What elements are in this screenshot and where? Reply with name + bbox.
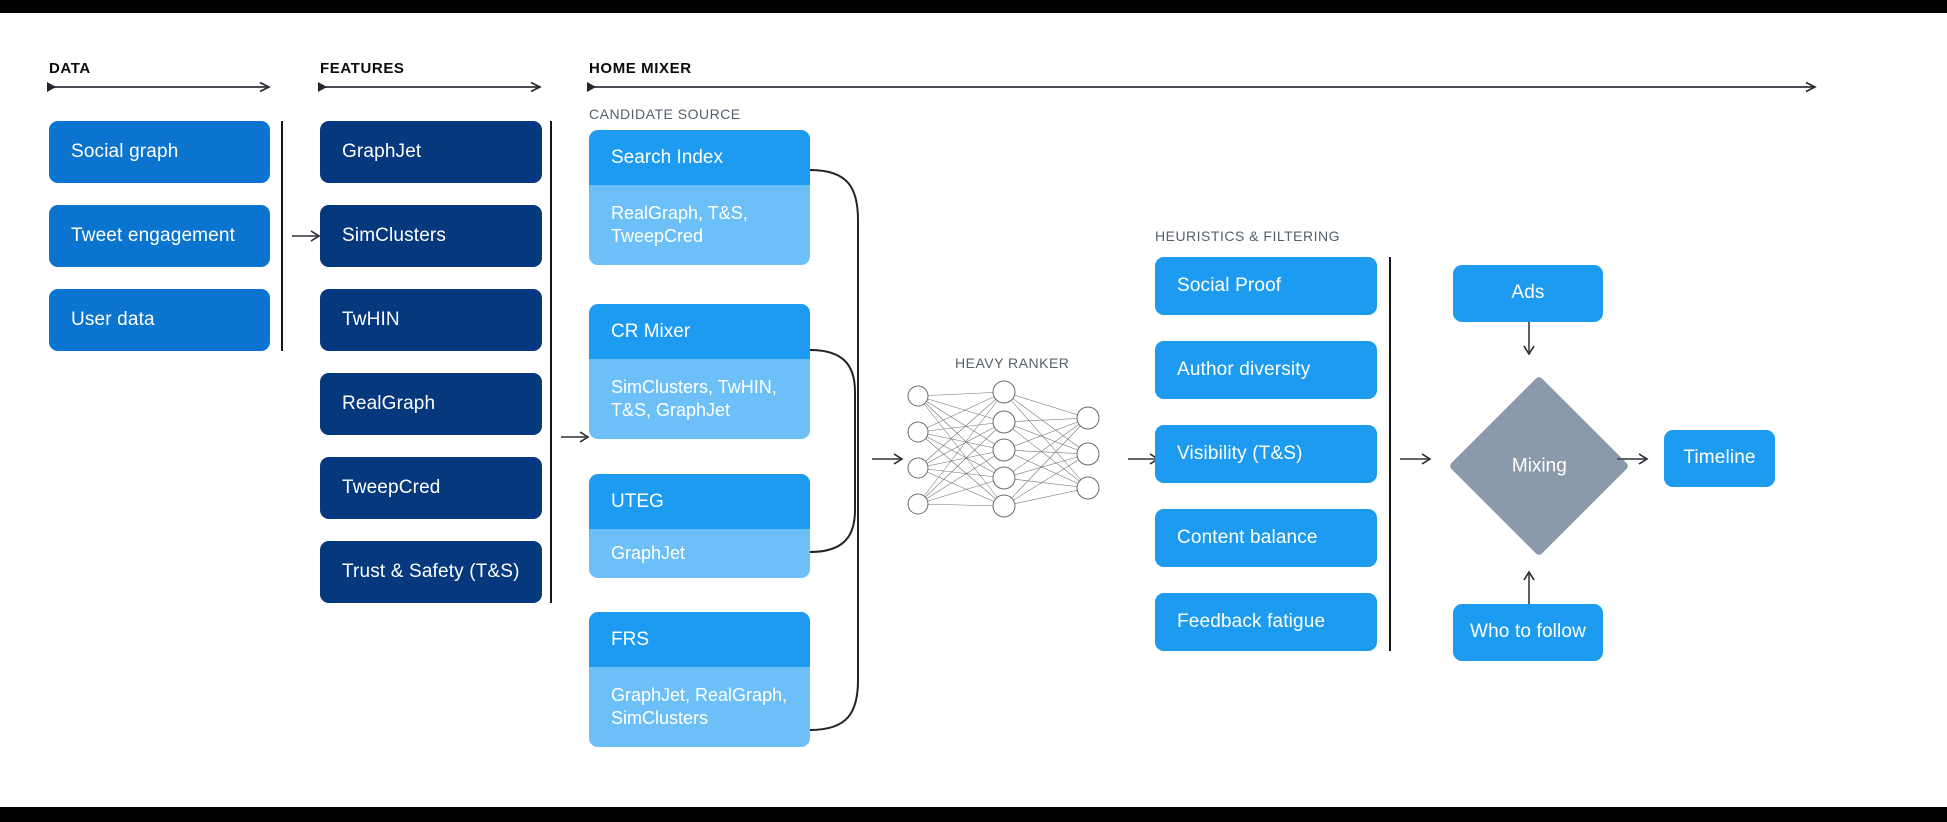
heuristic-box-0[interactable]: Social Proof [1155, 257, 1377, 315]
stage-header-data: DATA [49, 60, 91, 77]
arrow-features-to-candidates [561, 429, 591, 445]
data-box-label: Social graph [71, 140, 179, 162]
feature-box-2[interactable]: TwHIN [320, 289, 542, 351]
feature-box-0[interactable]: GraphJet [320, 121, 542, 183]
heuristic-box-label: Visibility (T&S) [1177, 442, 1303, 464]
feature-box-5[interactable]: Trust & Safety (T&S) [320, 541, 542, 603]
feature-box-label: SimClusters [342, 224, 447, 246]
feature-box-3[interactable]: RealGraph [320, 373, 542, 435]
divider-data-features [281, 121, 283, 351]
arrow-mixing-to-timeline [1617, 451, 1651, 467]
stage-header-home-mixer: HOME MIXER [589, 60, 692, 77]
candidate-source-1[interactable]: CR Mixer SimClusters, TwHIN, T&S, GraphJ… [589, 304, 810, 439]
candidate-source-2[interactable]: UTEG GraphJet [589, 474, 810, 578]
candidate-source-3[interactable]: FRS GraphJet, RealGraph, SimClusters [589, 612, 810, 747]
stage-rule-features [318, 81, 546, 93]
arrow-who-to-follow-to-mixing [1521, 568, 1537, 604]
heuristic-box-1[interactable]: Author diversity [1155, 341, 1377, 399]
candidate-source-0[interactable]: Search Index RealGraph, T&S, TweepCred [589, 130, 810, 265]
heuristic-box-label: Feedback fatigue [1177, 610, 1326, 632]
stage-rule-home-mixer [587, 81, 1821, 93]
letterbox-bottom [0, 807, 1947, 822]
mixing-node[interactable]: Mixing [1448, 375, 1630, 557]
feature-box-label: Trust & Safety (T&S) [342, 560, 520, 582]
who-to-follow-label: Who to follow [1470, 621, 1586, 643]
data-box-label: Tweet engagement [71, 224, 236, 246]
data-box-0[interactable]: Social graph [49, 121, 270, 183]
stage-header-features: FEATURES [320, 60, 405, 77]
subheading-heuristics: HEURISTICS & FILTERING [1155, 228, 1340, 244]
feature-box-1[interactable]: SimClusters [320, 205, 542, 267]
data-box-2[interactable]: User data [49, 289, 270, 351]
arrow-candidates-to-ranker [872, 451, 906, 467]
timeline-label: Timeline [1683, 447, 1756, 469]
mixing-label: Mixing [1511, 455, 1567, 476]
arrow-ads-to-mixing [1521, 322, 1537, 358]
who-to-follow-box[interactable]: Who to follow [1453, 604, 1603, 661]
candidate-source-features: RealGraph, T&S, TweepCred [589, 185, 810, 265]
heuristic-box-3[interactable]: Content balance [1155, 509, 1377, 567]
candidate-source-features: GraphJet, RealGraph, SimClusters [589, 667, 810, 747]
ads-label: Ads [1511, 282, 1545, 304]
arrow-heuristics-to-mixing [1400, 451, 1434, 467]
feature-box-label: TweepCred [342, 476, 441, 498]
candidate-merge-braces [808, 169, 878, 731]
data-box-label: User data [71, 308, 155, 330]
feature-box-label: RealGraph [342, 392, 436, 414]
feature-box-4[interactable]: TweepCred [320, 457, 542, 519]
arrow-data-to-features [292, 228, 322, 244]
heavy-ranker-network [896, 380, 1116, 520]
candidate-source-name: CR Mixer [589, 304, 810, 359]
candidate-source-name: UTEG [589, 474, 810, 529]
timeline-box[interactable]: Timeline [1664, 430, 1775, 487]
heuristic-box-label: Content balance [1177, 526, 1318, 548]
heuristic-box-4[interactable]: Feedback fatigue [1155, 593, 1377, 651]
feature-box-label: GraphJet [342, 140, 422, 162]
heuristic-box-label: Social Proof [1177, 274, 1282, 296]
divider-features-mixer [550, 121, 552, 603]
candidate-source-name: FRS [589, 612, 810, 667]
divider-heuristics-mixing [1389, 257, 1391, 651]
stage-rule-data [47, 81, 275, 93]
ads-box[interactable]: Ads [1453, 265, 1603, 322]
heuristic-box-2[interactable]: Visibility (T&S) [1155, 425, 1377, 483]
candidate-source-name: Search Index [589, 130, 810, 185]
subheading-candidate-source: CANDIDATE SOURCE [589, 106, 741, 122]
candidate-source-features: SimClusters, TwHIN, T&S, GraphJet [589, 359, 810, 439]
subheading-heavy-ranker: HEAVY RANKER [955, 355, 1070, 371]
letterbox-top [0, 0, 1947, 13]
data-box-1[interactable]: Tweet engagement [49, 205, 270, 267]
feature-box-label: TwHIN [342, 308, 400, 330]
candidate-source-features: GraphJet [589, 529, 810, 578]
heuristic-box-label: Author diversity [1177, 358, 1311, 380]
